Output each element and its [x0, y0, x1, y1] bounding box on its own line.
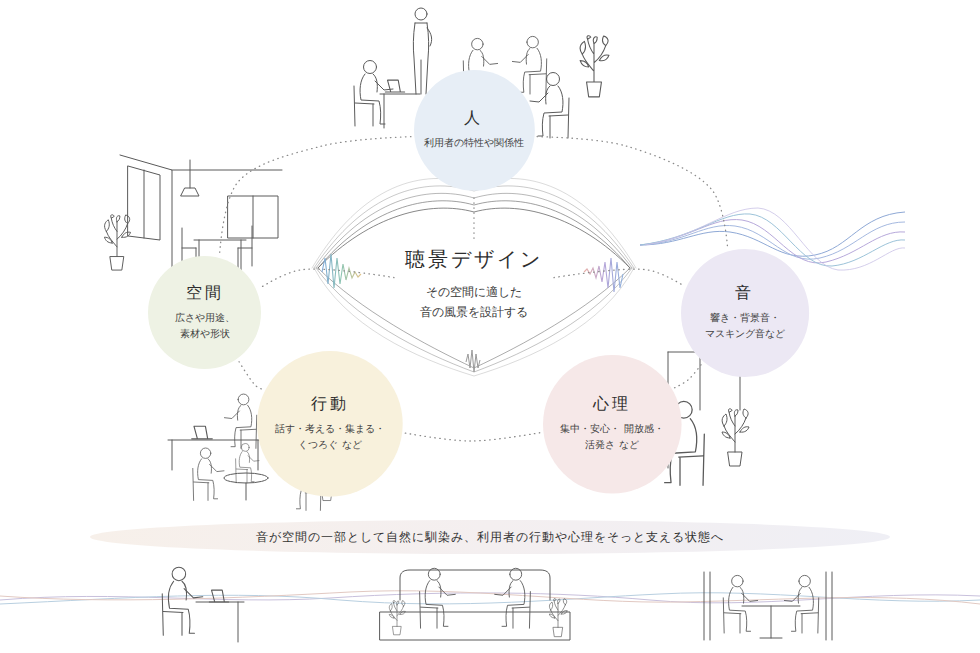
node-content: 聴景デザインその空間に適した 音の風景を設計する — [405, 246, 543, 321]
core-concept: 聴景デザインその空間に適した 音の風景を設計する — [397, 241, 551, 326]
sound-squiggle — [322, 254, 361, 288]
seated-person — [495, 568, 531, 628]
seated-person — [236, 444, 259, 483]
circle-fill — [414, 70, 535, 191]
laptop — [192, 426, 213, 439]
dotted-connector — [220, 137, 411, 256]
dotted-connector — [554, 269, 684, 286]
node-content: 人利用者の特性や関係性 — [424, 108, 524, 151]
node-heading: 空間 — [186, 283, 224, 304]
wave-line — [0, 593, 980, 604]
soundscape-wave — [312, 178, 636, 376]
concept-circle: 空間広さや用途、 素材や形状 — [148, 256, 261, 369]
node-content: 心理集中・安心・ 開放感・活発さ など — [556, 394, 668, 453]
standing-person — [413, 8, 431, 94]
scene-illustration — [162, 567, 832, 642]
concept-circle: 音響き・背景音・ マスキング音など — [681, 249, 809, 377]
node-description: その空間に適した 音の風景を設計する — [409, 283, 539, 321]
circle-outline — [414, 70, 535, 191]
wave-line — [316, 268, 632, 372]
node-description: 利用者の特性や関係性 — [424, 135, 524, 151]
circle-fill — [543, 355, 682, 494]
seated-person — [512, 36, 546, 94]
wave-line — [640, 212, 905, 256]
concept-circle: 心理集中・安心・ 開放感・活発さ など — [543, 355, 682, 494]
window — [228, 196, 278, 238]
node-content: 空間広さや用途、 素材や形状 — [164, 283, 246, 342]
dotted-connector — [675, 364, 702, 388]
node-content: 音響き・背景音・ マスキング音など — [695, 283, 795, 342]
laptop — [385, 80, 404, 92]
plant — [104, 215, 130, 270]
seated-person — [723, 575, 757, 633]
seated-person — [162, 567, 203, 635]
plant — [549, 598, 567, 636]
ellipse-fill — [90, 520, 890, 554]
wave-line — [640, 222, 905, 259]
node-description: 集中・安心・ 開放感・活発さ など — [556, 421, 668, 453]
summary-band: 音が空間の一部として自然に馴染み、利用者の行動や心理をそっと支える状態へ — [90, 520, 890, 554]
node-heading: 音 — [735, 283, 754, 304]
concept-circle: 行動話す・考える・集まる・ くつろぐ など — [257, 351, 403, 497]
seated-person — [420, 568, 456, 628]
node-heading: 聴景デザイン — [405, 246, 543, 273]
plant — [580, 36, 609, 97]
wall — [120, 155, 282, 272]
table-leg — [246, 483, 247, 500]
dotted-connector — [259, 269, 394, 288]
dotted-connector — [537, 137, 728, 249]
round-table — [224, 473, 268, 483]
circle-fill — [257, 351, 403, 497]
seated-person — [784, 575, 818, 633]
node-heading: 行動 — [311, 394, 349, 415]
concept-circle: 人利用者の特性や関係性 — [414, 70, 535, 191]
node-heading: 心理 — [593, 394, 631, 415]
seated-person — [530, 73, 569, 139]
partition — [704, 572, 832, 640]
node-content: 音が空間の一部として自然に馴染み、利用者の行動や心理をそっと支える状態へ — [256, 529, 724, 546]
sofa — [400, 570, 550, 600]
wave-line — [0, 591, 980, 604]
seated-person — [354, 61, 393, 127]
sound-squiggle — [466, 350, 480, 372]
dotted-connector — [473, 193, 474, 238]
seated-person — [224, 394, 256, 448]
node-heading: 人 — [464, 108, 483, 129]
table — [742, 606, 800, 638]
circle-fill — [681, 249, 809, 377]
room-illustration — [104, 155, 282, 272]
planter — [380, 612, 570, 640]
plant — [389, 600, 405, 634]
pendant-lamp — [181, 160, 199, 196]
bottom-wave — [0, 591, 980, 604]
dotted-connector — [239, 362, 262, 390]
seated-person — [193, 448, 224, 500]
sound-squiggle — [584, 258, 623, 292]
circle-fill — [148, 256, 261, 369]
node-description: 話す・考える・集まる・ くつろぐ など — [270, 421, 390, 453]
laptop — [209, 590, 228, 602]
wave-line — [318, 268, 630, 368]
node-description: 響き・背景音・ マスキング音など — [695, 310, 795, 342]
desk — [196, 602, 244, 642]
node-heading: 音が空間の一部として自然に馴染み、利用者の行動や心理をそっと支える状態へ — [256, 529, 724, 546]
node-description: 広さや用途、 素材や形状 — [164, 310, 246, 342]
window — [128, 166, 160, 240]
dotted-connector — [405, 433, 540, 441]
plant — [722, 409, 749, 466]
node-content: 行動話す・考える・集まる・ くつろぐ など — [270, 394, 390, 453]
